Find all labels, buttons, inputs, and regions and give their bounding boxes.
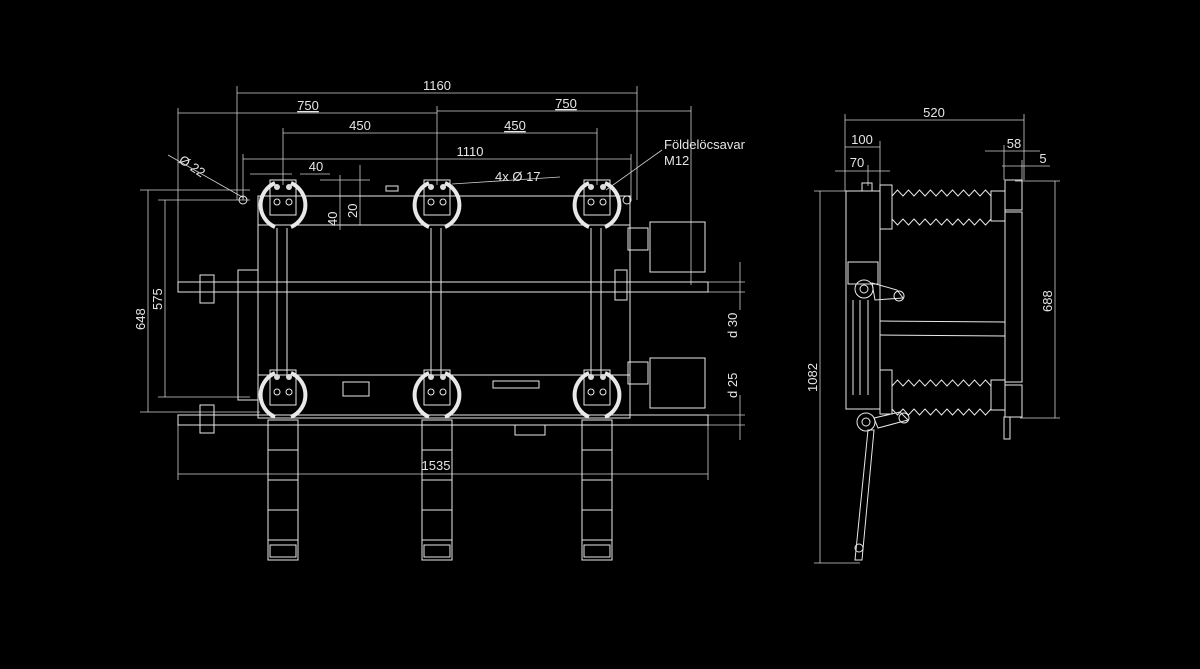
terminal-hole bbox=[428, 184, 434, 190]
bolt bbox=[599, 388, 607, 396]
side-body bbox=[845, 179, 1023, 561]
terminal-hole bbox=[440, 184, 446, 190]
front-view: 1160 750 750 450 450 1110 40 Ø 22 4x Ø 1… bbox=[133, 78, 746, 561]
insulator-disc bbox=[572, 181, 590, 229]
dim-450-left: 450 bbox=[349, 118, 371, 133]
bellows-top-edge bbox=[891, 189, 992, 197]
dim-58: 58 bbox=[1007, 136, 1021, 151]
insulator-disc bbox=[290, 371, 308, 419]
insulator-disc bbox=[444, 371, 462, 419]
terminal-hole bbox=[440, 374, 446, 380]
terminal-hole bbox=[274, 374, 280, 380]
terminal-hole bbox=[286, 184, 292, 190]
bellows-bottom-edge bbox=[891, 218, 992, 226]
terminal-hole bbox=[428, 374, 434, 380]
insulator-disc bbox=[258, 371, 276, 419]
bolt bbox=[427, 388, 435, 396]
motor-box-top bbox=[649, 221, 706, 273]
terminal-hole bbox=[588, 374, 594, 380]
drive-shaft-top bbox=[177, 281, 709, 293]
front-dimension-lines bbox=[140, 86, 745, 480]
pole-2 bbox=[412, 179, 462, 561]
bellows-top-edge bbox=[891, 379, 992, 387]
dim-d25: d 25 bbox=[725, 373, 740, 398]
terminal-hole bbox=[600, 374, 606, 380]
bolt bbox=[439, 198, 447, 206]
dim-688: 688 bbox=[1040, 290, 1055, 312]
bellows-insulators bbox=[891, 189, 992, 416]
terminal-plate bbox=[423, 179, 451, 216]
bolt bbox=[599, 198, 607, 206]
switch-poles bbox=[258, 179, 622, 561]
bolt bbox=[273, 198, 281, 206]
bolt bbox=[439, 388, 447, 396]
terminal-hole bbox=[588, 184, 594, 190]
dim-4x-diameter-17: 4x Ø 17 bbox=[495, 169, 541, 184]
drive-shaft-bottom bbox=[177, 414, 709, 426]
insulator-disc bbox=[572, 371, 590, 419]
earthing-ladder bbox=[421, 419, 453, 561]
dim-750-left: 750 bbox=[297, 98, 319, 113]
pole-3 bbox=[572, 179, 622, 561]
insulator-disc bbox=[290, 181, 308, 229]
bellows-bottom-edge bbox=[891, 408, 992, 416]
bolt bbox=[285, 388, 293, 396]
bolt bbox=[285, 198, 293, 206]
bolt bbox=[427, 198, 435, 206]
dim-d30: d 30 bbox=[725, 313, 740, 338]
dim-1535: 1535 bbox=[422, 458, 451, 473]
insulator-disc bbox=[604, 371, 622, 419]
insulator-disc bbox=[412, 371, 430, 419]
dim-40: 40 bbox=[309, 159, 323, 174]
terminal-hole bbox=[286, 374, 292, 380]
terminal-plate bbox=[269, 369, 297, 406]
earthing-ladder bbox=[581, 419, 613, 561]
dim-1110: 1110 bbox=[457, 144, 484, 159]
insulator-disc bbox=[604, 181, 622, 229]
terminal-plate bbox=[269, 179, 297, 216]
dim-520: 520 bbox=[923, 105, 945, 120]
earthing-bolt-label: Földelöcsavar bbox=[664, 137, 746, 152]
dim-750-right: 750 bbox=[555, 96, 577, 111]
terminal-plate bbox=[583, 369, 611, 406]
dim-40-vertical: 40 bbox=[325, 212, 340, 226]
dim-diameter-22: Ø 22 bbox=[176, 152, 208, 180]
terminal-hole bbox=[274, 184, 280, 190]
dim-1160: 1160 bbox=[423, 78, 451, 93]
terminal-plate bbox=[583, 179, 611, 216]
earthing-ladder bbox=[267, 419, 299, 561]
insulator-disc bbox=[258, 181, 276, 229]
ladder-foot bbox=[269, 544, 297, 558]
pole-1 bbox=[258, 179, 308, 561]
side-dimension-lines bbox=[814, 114, 1060, 564]
dim-575: 575 bbox=[150, 288, 165, 310]
side-view: 520 100 70 58 5 688 1082 bbox=[805, 105, 1060, 564]
dim-100: 100 bbox=[851, 132, 873, 147]
earthing-bolt-size: M12 bbox=[664, 153, 689, 168]
operating-lever bbox=[854, 429, 875, 561]
dim-20: 20 bbox=[345, 204, 360, 218]
bolt bbox=[587, 198, 595, 206]
insulator-disc bbox=[412, 181, 430, 229]
ladder-foot bbox=[583, 544, 611, 558]
motor-box-bottom bbox=[649, 357, 706, 409]
bolt bbox=[273, 388, 281, 396]
ladder-foot bbox=[423, 544, 451, 558]
dim-450-right: 450 bbox=[504, 118, 526, 133]
bolt bbox=[587, 388, 595, 396]
dim-648: 648 bbox=[133, 308, 148, 330]
insulator-disc bbox=[444, 181, 462, 229]
terminal-hole bbox=[600, 184, 606, 190]
switch-frame bbox=[177, 185, 709, 436]
terminal-plate bbox=[423, 369, 451, 406]
dim-70: 70 bbox=[850, 155, 864, 170]
dim-5: 5 bbox=[1039, 151, 1046, 166]
dim-1082: 1082 bbox=[805, 363, 820, 392]
